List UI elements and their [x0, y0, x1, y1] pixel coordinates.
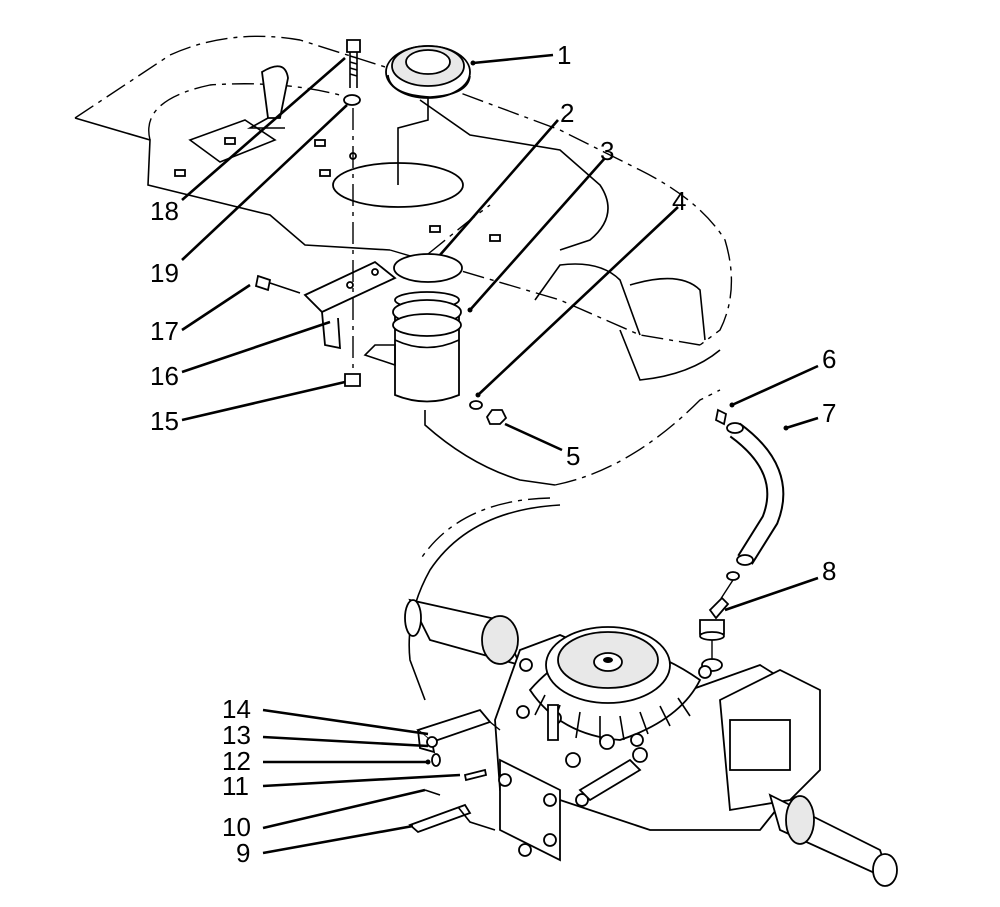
callout-labels: 1 2 3 4 5 6 7 8 9 10 11 12 13 14 15 16 1…: [150, 40, 836, 868]
callout-14: 14: [222, 694, 251, 724]
callout-18: 18: [150, 196, 179, 226]
mounting-bracket: [303, 260, 397, 350]
callout-19: 19: [150, 258, 179, 288]
fender-panel: [74, 35, 733, 381]
callout-5: 5: [566, 441, 580, 471]
reservoir-cap: [385, 45, 471, 185]
callout-9: 9: [236, 838, 250, 868]
transaxle-assembly: [404, 598, 898, 887]
small-hardware: [408, 736, 496, 834]
bolt-assembly: [343, 39, 361, 387]
bracket-screw: [254, 274, 301, 294]
callout-17: 17: [150, 316, 179, 346]
hydraulic-hose: [714, 408, 785, 601]
callout-7: 7: [822, 398, 836, 428]
callout-12: 12: [222, 746, 251, 776]
callout-6: 6: [822, 344, 836, 374]
callout-3: 3: [600, 136, 614, 166]
callout-13: 13: [222, 720, 251, 750]
callout-1: 1: [557, 40, 571, 70]
hose-fitting: [699, 596, 730, 672]
callout-16: 16: [150, 361, 179, 391]
callout-4: 4: [672, 186, 686, 216]
leader-lines: [181, 53, 819, 855]
callout-2: 2: [560, 98, 574, 128]
callout-15: 15: [150, 406, 179, 436]
callout-8: 8: [822, 556, 836, 586]
washer-and-nut: [424, 389, 721, 486]
filter-disc: [393, 204, 491, 283]
reservoir-tank: [363, 291, 462, 403]
drive-belt: [408, 497, 561, 701]
callout-10: 10: [222, 812, 251, 842]
callout-11: 11: [222, 771, 249, 801]
